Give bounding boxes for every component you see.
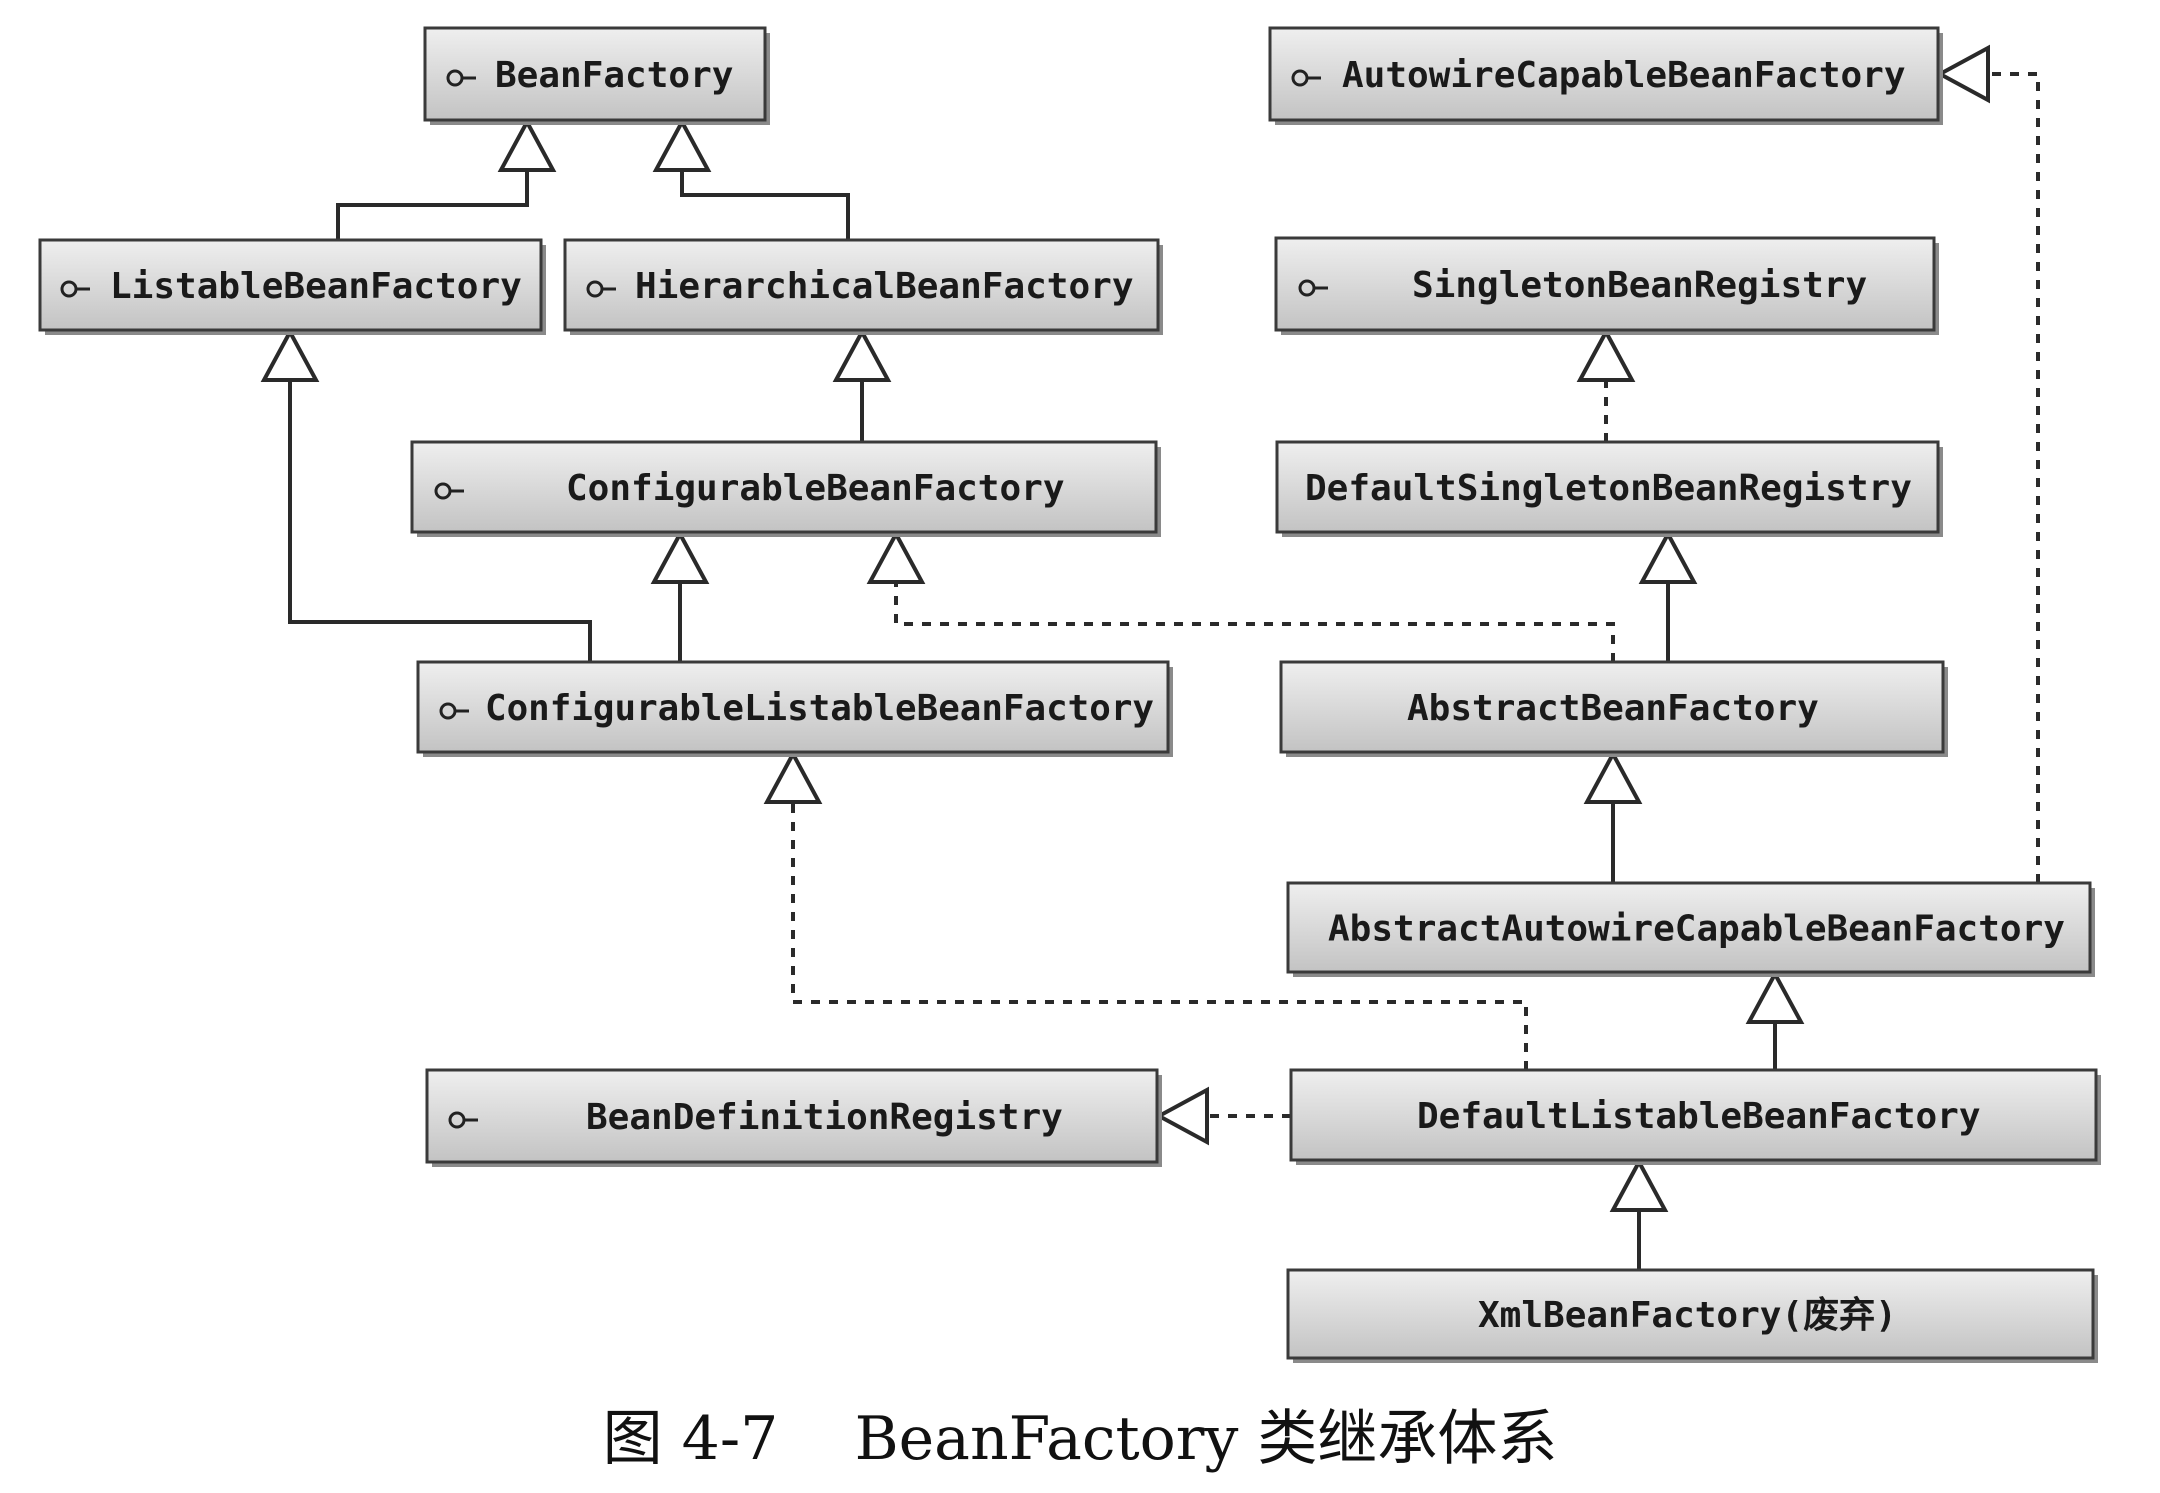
edge-abstract-autowire-capable-bean-factory-to-abstract-bean-factory bbox=[1583, 749, 1643, 883]
node-hierarchical-bean-factory: HierarchicalBeanFactory bbox=[563, 238, 1163, 335]
edge-hierarchical-bean-factory-to-bean-factory bbox=[652, 117, 850, 240]
edge-line bbox=[288, 380, 592, 662]
edge-abstract-autowire-capable-bean-factory-to-autowire-capable-bean-factory bbox=[1935, 44, 2040, 883]
node-autowire-capable-bean-factory: AutowireCapableBeanFactory bbox=[1268, 26, 1943, 125]
node-label: AbstractBeanFactory bbox=[1407, 688, 1819, 729]
node-label: AutowireCapableBeanFactory bbox=[1342, 55, 1906, 96]
node-abstract-bean-factory: AbstractBeanFactory bbox=[1279, 660, 1948, 757]
edge-configurable-bean-factory-to-hierarchical-bean-factory bbox=[832, 327, 892, 442]
node-box bbox=[1274, 236, 1936, 332]
node-label: HierarchicalBeanFactory bbox=[635, 266, 1134, 307]
figure-number: 图 4-7 bbox=[602, 1404, 779, 1474]
generalization-arrowhead bbox=[497, 117, 557, 172]
edge-default-listable-bean-factory-to-configurable-listable-bean-factory bbox=[763, 749, 1528, 1070]
edge-configurable-listable-bean-factory-to-configurable-bean-factory bbox=[650, 529, 710, 662]
node-box bbox=[38, 238, 543, 332]
node-configurable-listable-bean-factory: ConfigurableListableBeanFactory bbox=[416, 660, 1173, 757]
edge-line bbox=[791, 802, 1528, 1070]
generalization-arrowhead bbox=[1583, 749, 1643, 804]
node-label: SingletonBeanRegistry bbox=[1412, 265, 1867, 306]
edge-line bbox=[336, 170, 529, 240]
edge-configurable-listable-bean-factory-to-listable-bean-factory bbox=[260, 327, 592, 662]
generalization-arrowhead bbox=[763, 749, 823, 804]
node-box bbox=[1286, 1268, 2095, 1360]
node-default-singleton-bean-registry: DefaultSingletonBeanRegistry bbox=[1275, 440, 1943, 537]
interface-icon bbox=[1298, 279, 1328, 297]
interface-icon bbox=[448, 1111, 478, 1129]
node-label: XmlBeanFactory(废弃) bbox=[1478, 1295, 1897, 1336]
node-label: DefaultSingletonBeanRegistry bbox=[1305, 468, 1912, 509]
node-box bbox=[1286, 881, 2092, 974]
edge-default-listable-bean-factory-to-bean-definition-registry bbox=[1154, 1086, 1291, 1146]
node-bean-factory: BeanFactory bbox=[423, 26, 770, 125]
node-configurable-bean-factory: ConfigurableBeanFactory bbox=[410, 440, 1161, 537]
node-label: ConfigurableBeanFactory bbox=[566, 468, 1065, 509]
generalization-arrowhead bbox=[1935, 44, 1990, 104]
generalization-arrowhead bbox=[652, 117, 712, 172]
node-label: ListableBeanFactory bbox=[110, 266, 522, 307]
node-box bbox=[416, 660, 1170, 754]
generalization-arrowhead bbox=[260, 327, 320, 382]
node-box bbox=[410, 440, 1158, 534]
node-label: DefaultListableBeanFactory bbox=[1417, 1096, 1981, 1137]
interface-icon bbox=[1291, 69, 1321, 87]
generalization-arrowhead bbox=[1576, 327, 1636, 382]
generalization-arrowhead bbox=[866, 529, 926, 584]
node-label: BeanDefinitionRegistry bbox=[586, 1097, 1063, 1138]
node-box bbox=[1289, 1068, 2098, 1162]
edge-abstract-bean-factory-to-configurable-bean-factory bbox=[866, 529, 1615, 662]
interface-icon bbox=[434, 482, 464, 500]
edge-abstract-bean-factory-to-default-singleton-bean-registry bbox=[1638, 529, 1698, 662]
edge-line bbox=[680, 170, 850, 240]
node-bean-definition-registry: BeanDefinitionRegistry bbox=[425, 1068, 1162, 1167]
generalization-arrowhead bbox=[1609, 1157, 1669, 1212]
node-box bbox=[425, 1068, 1159, 1164]
node-box bbox=[1279, 660, 1945, 754]
interface-icon bbox=[60, 280, 90, 298]
edge-listable-bean-factory-to-bean-factory bbox=[336, 117, 557, 240]
figure-caption: 图 4-7 BeanFactory 类继承体系 bbox=[0, 1390, 2160, 1477]
node-label: AbstractAutowireCapableBeanFactory bbox=[1328, 909, 2065, 950]
interface-icon bbox=[586, 280, 616, 298]
node-singleton-bean-registry: SingletonBeanRegistry bbox=[1274, 236, 1939, 335]
edge-default-listable-bean-factory-to-abstract-autowire-capable-bean-factory bbox=[1745, 969, 1805, 1070]
generalization-arrowhead bbox=[650, 529, 710, 584]
generalization-arrowhead bbox=[1745, 969, 1805, 1024]
interface-icon bbox=[446, 69, 476, 87]
node-listable-bean-factory: ListableBeanFactory bbox=[38, 238, 546, 335]
node-xml-bean-factory: XmlBeanFactory(废弃) bbox=[1286, 1268, 2098, 1363]
figure-title: BeanFactory 类继承体系 bbox=[854, 1404, 1558, 1474]
generalization-arrowhead bbox=[1638, 529, 1698, 584]
edge-line bbox=[894, 582, 1615, 662]
node-label: BeanFactory bbox=[495, 55, 733, 96]
edge-default-singleton-bean-registry-to-singleton-bean-registry bbox=[1576, 327, 1636, 442]
node-abstract-autowire-capable-bean-factory: AbstractAutowireCapableBeanFactory bbox=[1286, 881, 2095, 977]
node-default-listable-bean-factory: DefaultListableBeanFactory bbox=[1289, 1068, 2101, 1165]
node-box bbox=[563, 238, 1160, 332]
generalization-arrowhead bbox=[832, 327, 892, 382]
edge-line bbox=[1988, 72, 2040, 883]
generalization-arrowhead bbox=[1154, 1086, 1209, 1146]
node-box bbox=[1275, 440, 1940, 534]
node-box bbox=[423, 26, 767, 122]
node-label: ConfigurableListableBeanFactory bbox=[485, 688, 1154, 729]
node-box bbox=[1268, 26, 1940, 122]
edge-xml-bean-factory-to-default-listable-bean-factory bbox=[1609, 1157, 1669, 1270]
interface-icon bbox=[439, 702, 469, 720]
